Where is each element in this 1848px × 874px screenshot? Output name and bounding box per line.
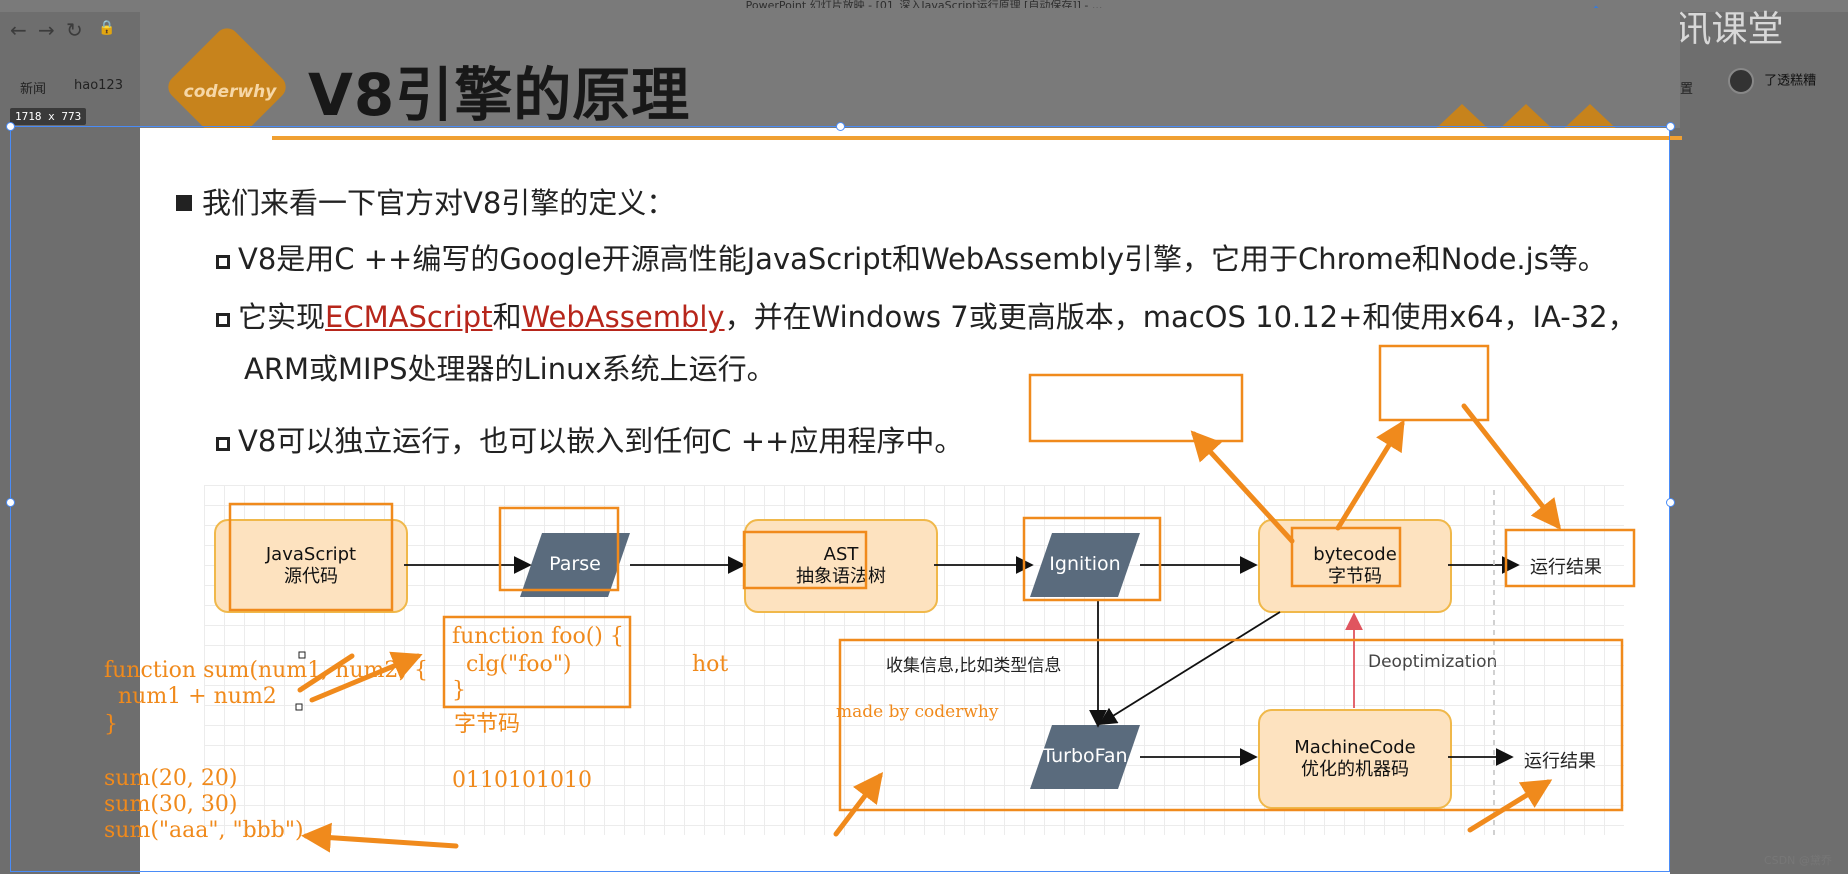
bullet-sub-1-text: V8是用C ++编写的Google开源高性能JavaScript和WebAsse… (238, 242, 1607, 276)
code-line-2: num1 + num2 (104, 684, 277, 709)
slide-title: V8引擎的原理 (308, 61, 691, 129)
bullet-sub-3: V8可以独立运行，也可以嵌入到任何C ++应用程序中。 (216, 418, 963, 460)
bullet-sub-3-text: V8可以独立运行，也可以嵌入到任何C ++应用程序中。 (238, 424, 964, 458)
reload-icon[interactable]: ↻ (66, 18, 83, 42)
bookmark-right-item[interactable]: 置 (1680, 82, 1694, 97)
bullet-sub-2-line2: ARM或MIPS处理器的Linux系统上运行。 (244, 352, 776, 386)
selection-handle[interactable] (6, 122, 15, 131)
csdn-watermark: CSDN @黛乔 (1764, 854, 1832, 867)
binary-label: 0110101010 (452, 768, 592, 793)
hollow-square-bullet-icon (216, 437, 230, 451)
square-bullet-icon (176, 195, 192, 211)
bookmark-hao123[interactable]: hao123 (74, 78, 123, 93)
bytecode-cn-label: 字节码 (454, 712, 521, 737)
bullet-sub-2: 它实现ECMAScript和WebAssembly，并在Windows 7或更高… (216, 294, 1637, 336)
bullet-sub-1: V8是用C ++编写的Google开源高性能JavaScript和WebAsse… (216, 236, 1607, 278)
bullet-sub-2-prefix: 它实现 (238, 300, 326, 334)
avatar (1728, 68, 1754, 94)
selection-handle[interactable] (6, 498, 15, 507)
ecmascript-link[interactable]: ECMAScript (325, 300, 493, 334)
title-underline (272, 136, 1682, 140)
back-icon[interactable]: ← (10, 18, 27, 42)
lock-icon: 🔒 (98, 20, 116, 36)
logo-text: coderwhy (183, 82, 277, 102)
call-line-3: sum("aaa", "bbb") (104, 818, 304, 843)
hollow-square-bullet-icon (216, 255, 230, 269)
selection-size-badge: 1718 x 773 (10, 108, 87, 125)
selection-handle[interactable] (836, 122, 845, 131)
hollow-square-bullet-icon (216, 313, 230, 327)
selection-frame[interactable] (10, 126, 1670, 872)
browser-nav-controls: ← → ↻ 🔒 (0, 18, 160, 58)
call-line-1: sum(20, 20) (104, 766, 238, 791)
hot-label: hot (692, 652, 729, 677)
bullet-main: 我们来看一下官方对V8引擎的定义： (176, 180, 675, 222)
call-line-2: sum(30, 30) (104, 792, 238, 817)
bullet-sub-2-and: 和 (492, 300, 522, 334)
bookmark-news[interactable]: 新闻 (20, 82, 47, 97)
code-line-3: } (104, 712, 118, 737)
selection-handle[interactable] (1666, 498, 1675, 507)
bullet-sub-2-suffix: ，并在Windows 7或更高版本，macOS 10.12+和使用x64，IA-… (724, 300, 1637, 334)
forward-icon[interactable]: → (38, 18, 55, 42)
webassembly-link[interactable]: WebAssembly (521, 300, 725, 334)
bullet-main-text: 我们来看一下官方对V8引擎的定义： (202, 186, 676, 220)
slide-header (140, 8, 1680, 128)
user-name: 了透糕糟 (1764, 73, 1817, 89)
selection-handle[interactable] (1666, 122, 1675, 131)
user-chip[interactable]: 了透糕糟 (1728, 68, 1816, 94)
